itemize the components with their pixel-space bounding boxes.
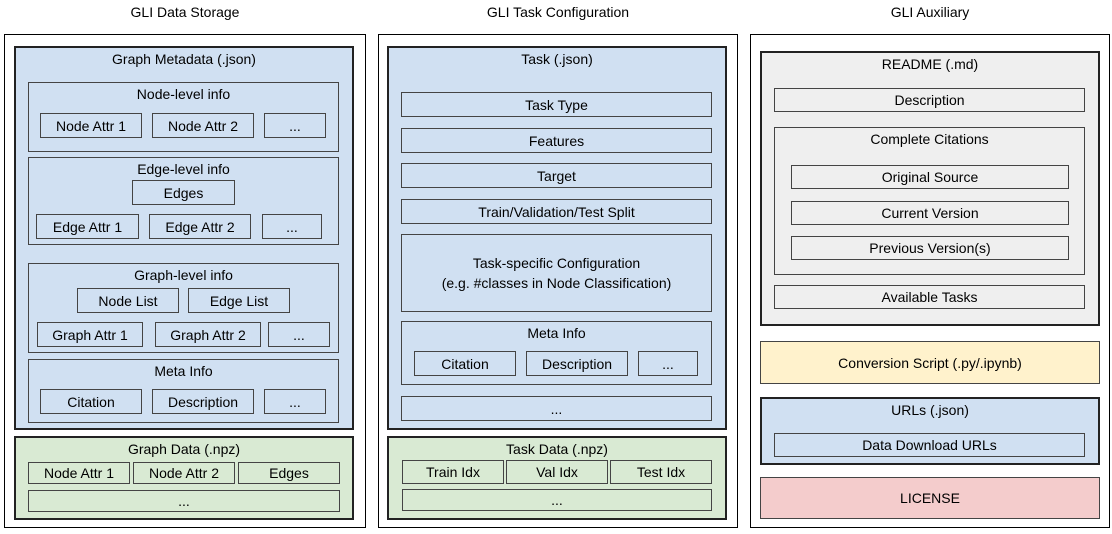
node-more-box: ... <box>264 113 326 138</box>
task-meta-info-title: Meta Info <box>527 325 586 341</box>
data-edges-box: Edges <box>238 462 340 484</box>
task-json-more-box: ... <box>401 396 712 421</box>
column-title-storage: GLI Data Storage <box>130 4 240 20</box>
edge-list-box: Edge List <box>188 288 290 313</box>
conversion-script-box: Conversion Script (.py/.ipynb) <box>760 341 1100 384</box>
train-idx-box: Train Idx <box>402 460 504 484</box>
storage-citation-box: Citation <box>40 389 142 414</box>
previous-versions-box: Previous Version(s) <box>791 236 1069 260</box>
node-attr-1-box: Node Attr 1 <box>40 113 142 138</box>
graph-attr-1-box: Graph Attr 1 <box>37 322 143 347</box>
edge-level-info-title: Edge-level info <box>137 161 230 177</box>
graph-attr-2-box: Graph Attr 2 <box>155 322 261 347</box>
edge-attr-1-box: Edge Attr 1 <box>36 214 139 239</box>
graph-level-info-box: Graph-level info <box>28 263 339 353</box>
node-attr-2-box: Node Attr 2 <box>152 113 254 138</box>
task-data-more-box: ... <box>402 489 712 511</box>
graph-more-box: ... <box>268 322 330 347</box>
data-download-urls-box: Data Download URLs <box>774 433 1085 457</box>
urls-title: URLs (.json) <box>891 402 969 418</box>
available-tasks-box: Available Tasks <box>774 285 1085 309</box>
task-data-box: Task Data (.npz) <box>387 436 727 520</box>
original-source-box: Original Source <box>791 165 1069 189</box>
readme-title: README (.md) <box>881 56 979 72</box>
node-level-info-title: Node-level info <box>136 86 231 102</box>
val-idx-box: Val Idx <box>506 460 608 484</box>
data-node-attr-2-box: Node Attr 2 <box>133 462 235 484</box>
column-title-aux: GLI Auxiliary <box>890 4 970 20</box>
graph-metadata-title: Graph Metadata (.json) <box>112 51 256 67</box>
storage-meta-info-title: Meta Info <box>154 363 213 379</box>
edges-box: Edges <box>132 180 235 205</box>
license-box: LICENSE <box>760 477 1100 519</box>
edge-attr-2-box: Edge Attr 2 <box>149 214 251 239</box>
target-box: Target <box>401 163 712 188</box>
task-citation-box: Citation <box>414 351 516 376</box>
graph-data-title: Graph Data (.npz) <box>127 441 241 457</box>
node-list-box: Node List <box>77 288 179 313</box>
complete-citations-title: Complete Citations <box>870 131 989 147</box>
task-meta-more-box: ... <box>638 351 698 376</box>
task-type-box: Task Type <box>401 92 712 117</box>
edge-more-box: ... <box>262 214 322 239</box>
storage-description-box: Description <box>152 389 254 414</box>
urls-box: URLs (.json) <box>760 397 1100 465</box>
graph-level-info-title: Graph-level info <box>134 267 233 283</box>
test-idx-box: Test Idx <box>610 460 712 484</box>
data-node-attr-1-box: Node Attr 1 <box>28 462 130 484</box>
storage-meta-info-box: Meta Info <box>28 359 339 423</box>
split-box: Train/Validation/Test Split <box>401 199 712 224</box>
column-title-task: GLI Task Configuration <box>486 4 630 20</box>
task-specific-config-box: Task-specific Configuration (e.g. #class… <box>401 234 712 312</box>
edge-level-info-box: Edge-level info <box>28 157 339 245</box>
task-description-box: Description <box>526 351 628 376</box>
task-json-title: Task (.json) <box>521 51 593 67</box>
node-level-info-box: Node-level info <box>28 82 339 152</box>
task-meta-info-box: Meta Info <box>401 321 712 385</box>
graph-data-box: Graph Data (.npz) <box>14 436 354 520</box>
data-more-box: ... <box>28 490 340 512</box>
readme-description-box: Description <box>774 88 1085 112</box>
task-data-title: Task Data (.npz) <box>506 441 608 457</box>
features-box: Features <box>401 128 712 153</box>
current-version-box: Current Version <box>791 201 1069 225</box>
storage-meta-more-box: ... <box>264 389 326 414</box>
